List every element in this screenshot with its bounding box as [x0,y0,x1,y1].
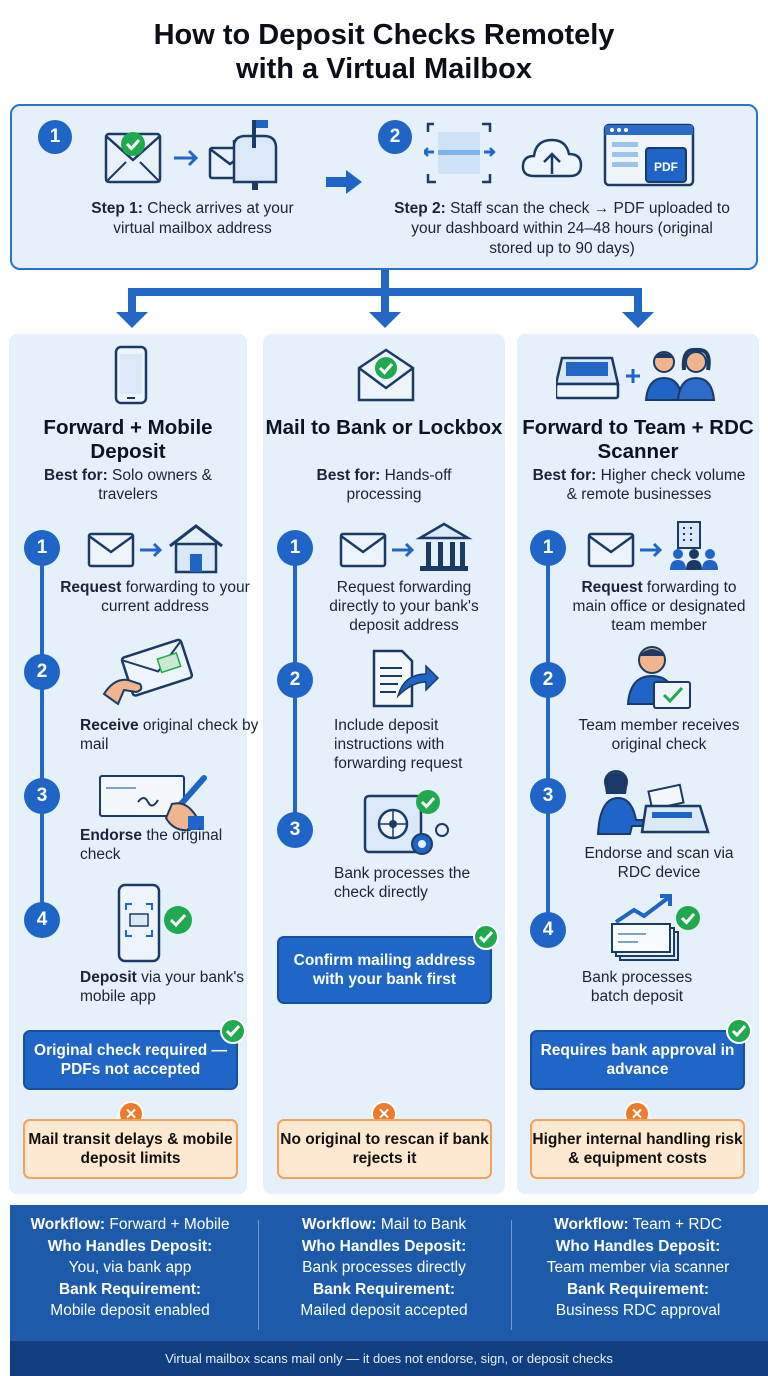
column-3-best-for: Best for: Higher check volume & remote b… [532,467,746,503]
pdf-dashboard-icon [603,123,695,187]
column-2-title: Mail to Bank or Lockbox [265,416,503,439]
smartphone-icon [114,345,148,405]
title-line-2: with a Virtual Mailbox [236,53,532,85]
batch-deposit-chart-icon [611,894,700,961]
col1-step-3-number: 3 [24,778,60,814]
summary-col-2: Workflow: Mail to Bank Who Handles Depos… [300,1216,468,1319]
column-mail-to-bank [263,334,505,1194]
col2-step-1-number: 1 [277,530,313,566]
step-2-number: 2 [378,120,412,154]
envelope-to-house-icon [87,524,223,574]
cloud-upload-icon [521,138,583,178]
col2-step-2-number: 2 [277,662,313,698]
document-instructions-icon [372,649,440,708]
envelope-to-office-team-icon [587,521,718,570]
col1-requirement-note: Original check required — PDFs not accep… [23,1030,238,1090]
timeline-line [546,548,550,930]
pdf-label: PDF [654,160,678,174]
col1-step-3-text: Endorse the original check [80,827,223,863]
mobile-deposit-icon [117,883,192,963]
col1-step-1-number: 1 [24,530,60,566]
col1-step-2-number: 2 [24,654,60,690]
col3-step-4-text: Bank processes batch deposit [581,969,693,1005]
page-title: How to Deposit Checks Remotely with a Vi… [0,18,768,86]
col3-step-2-text: Team member receives original check [578,717,740,753]
summary-divider [258,1220,259,1330]
summary-col-1: Workflow: Forward + Mobile Who Handles D… [30,1216,230,1319]
envelope-to-bank-icon [339,522,473,571]
column-3-title: Forward to Team + RDC Scanner [522,416,754,463]
envelope-check-icon [357,348,415,402]
col2-step-3-text: Bank processes the check directly [334,865,471,901]
step-2-text: Step 2: Staff scan the check → PDF uploa… [394,200,730,257]
timeline-line [40,548,44,920]
right-arrow-icon [326,170,362,194]
col1-drawback: Mail transit delays & mobile deposit lim… [23,1119,238,1179]
col3-step-4-number: 4 [530,912,566,948]
col3-step-2-number: 2 [530,662,566,698]
step-1-text: Step 1: Check arrives at your virtual ma… [91,200,294,237]
col1-step-4-text: Deposit via your bank's mobile app [80,969,245,1005]
col3-drawback: Higher internal handling risk & equipmen… [530,1119,745,1179]
summary-divider [511,1220,512,1330]
hand-envelope-icon [102,638,194,706]
col3-step-3-number: 3 [530,778,566,814]
summary-col-3: Workflow: Team + RDC Who Handles Deposit… [546,1216,730,1319]
col2-step-2-text: Include deposit instructions with forwar… [334,717,463,772]
col2-requirement-note: Confirm mailing address with your bank f… [277,936,492,1004]
column-1-best-for: Best for: Solo owners & travelers [44,467,212,503]
col1-step-4-number: 4 [24,902,60,938]
col3-step-1-number: 1 [530,530,566,566]
step-1-number: 1 [38,120,72,154]
col3-step-3-text: Endorse and scan via RDC device [584,845,734,881]
scanner-plus-team-icon [556,347,716,401]
column-1-title: Forward + Mobile Deposit [43,416,213,463]
team-member-envelope-icon [626,646,691,709]
check-badge-icon [220,1018,246,1044]
endorse-check-icon [99,775,207,832]
col2-step-3-number: 3 [277,812,313,848]
title-line-1: How to Deposit Checks Remotely [153,19,615,51]
disclaimer-bar: Virtual mailbox scans mail only — it doe… [10,1341,768,1376]
col1-step-1-text: Request forwarding to your current addre… [60,579,250,615]
col2-drawback: No original to rescan if bank rejects it [277,1119,492,1179]
col3-requirement-note: Requires bank approval in advance [530,1030,745,1090]
check-badge-icon [473,924,499,950]
col3-step-1-text: Request forwarding to main office or des… [572,579,746,634]
col1-step-2-text: Receive original check by mail [80,717,259,753]
branch-connector [116,270,654,328]
col2-step-1-text: Request forwarding directly to your bank… [329,579,479,634]
scanner-icon [424,122,496,184]
column-2-best-for: Best for: Hands-off processing [316,467,452,503]
envelope-check-to-mailbox-icon [104,120,278,190]
person-scanning-icon [596,770,710,835]
summary-footer [10,1205,768,1341]
check-badge-icon [726,1018,752,1044]
bank-vault-gear-icon [363,790,449,855]
